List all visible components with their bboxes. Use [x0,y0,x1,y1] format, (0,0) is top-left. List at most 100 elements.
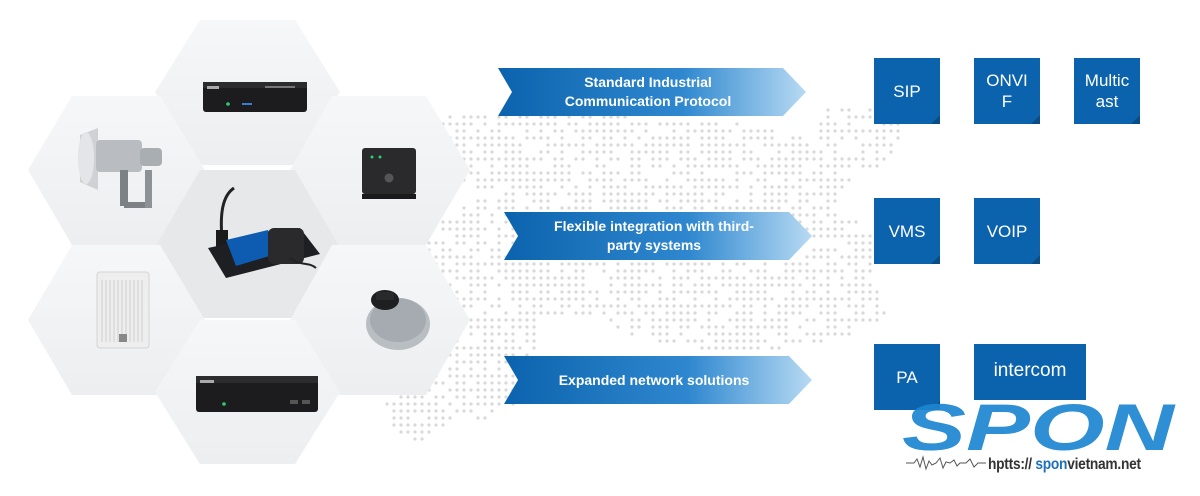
map-dot [462,122,466,126]
map-dot [658,290,662,294]
map-dot [539,262,543,266]
map-dot [861,297,865,301]
map-dot [791,269,795,273]
map-dot [791,339,795,343]
map-dot [497,206,501,210]
map-dot [700,129,704,133]
arrow-shape [504,356,812,404]
map-dot [833,311,837,315]
map-dot [504,171,508,175]
website-url[interactable]: hptts:// sponvietnam.net [988,456,1141,474]
map-dot [665,297,669,301]
map-dot [518,346,522,350]
map-dot [623,185,627,189]
map-dot [385,402,389,406]
map-dot [875,157,879,161]
map-dot [462,220,466,224]
map-dot [483,374,487,378]
map-dot [581,192,585,196]
map-dot [539,276,543,280]
map-dot [777,143,781,147]
map-dot [490,248,494,252]
map-dot [714,150,718,154]
map-dot [672,318,676,322]
map-dot [840,164,844,168]
map-dot [490,388,494,392]
map-dot [847,115,851,119]
map-dot [525,353,529,357]
map-dot [581,276,585,280]
map-dot [791,206,795,210]
map-dot [826,227,830,231]
map-dot [693,290,697,294]
map-dot [763,269,767,273]
map-dot [805,192,809,196]
map-dot [518,115,522,119]
map-dot [833,325,837,329]
map-dot [623,269,627,273]
map-dot [756,178,760,182]
map-dot [868,143,872,147]
map-dot [826,129,830,133]
map-dot [665,325,669,329]
map-dot [525,332,529,336]
map-dot [532,157,536,161]
map-dot [420,395,424,399]
map-dot [679,185,683,189]
map-dot [693,339,697,343]
map-dot [763,192,767,196]
map-dot [455,220,459,224]
map-dot [441,248,445,252]
map-dot [665,304,669,308]
corner-fold [1131,115,1140,124]
map-dot [693,311,697,315]
map-dot [532,332,536,336]
map-dot [560,283,564,287]
map-dot [616,199,620,203]
map-dot [651,143,655,147]
map-dot [497,381,501,385]
map-dot [700,192,704,196]
map-dot [532,318,536,322]
map-dot [504,381,508,385]
map-dot [511,290,515,294]
map-dot [595,290,599,294]
map-dot [560,304,564,308]
map-dot [812,248,816,252]
map-dot [511,339,515,343]
map-dot [854,318,858,322]
map-dot [826,136,830,140]
map-dot [686,262,690,266]
map-dot [770,164,774,168]
map-dot [665,332,669,336]
map-dot [854,269,858,273]
map-dot [539,199,543,203]
map-dot [805,255,809,259]
map-dot [609,129,613,133]
map-dot [840,178,844,182]
map-dot [574,262,578,266]
map-dot [637,297,641,301]
map-dot [476,185,480,189]
map-dot [504,346,508,350]
map-dot [700,122,704,126]
map-dot [861,143,865,147]
map-dot [581,129,585,133]
map-dot [553,115,557,119]
map-dot [490,381,494,385]
map-dot [847,297,851,301]
map-dot [770,346,774,350]
map-dot [798,171,802,175]
map-dot [665,178,669,182]
map-dot [658,332,662,336]
map-dot [420,423,424,427]
box-label-line1: Multic [1084,71,1130,90]
map-dot [819,220,823,224]
map-dot [399,423,403,427]
map-dot [525,115,529,119]
map-dot [483,290,487,294]
map-dot [616,304,620,308]
map-dot [672,122,676,126]
map-dot [861,115,865,119]
map-dot [511,262,515,266]
